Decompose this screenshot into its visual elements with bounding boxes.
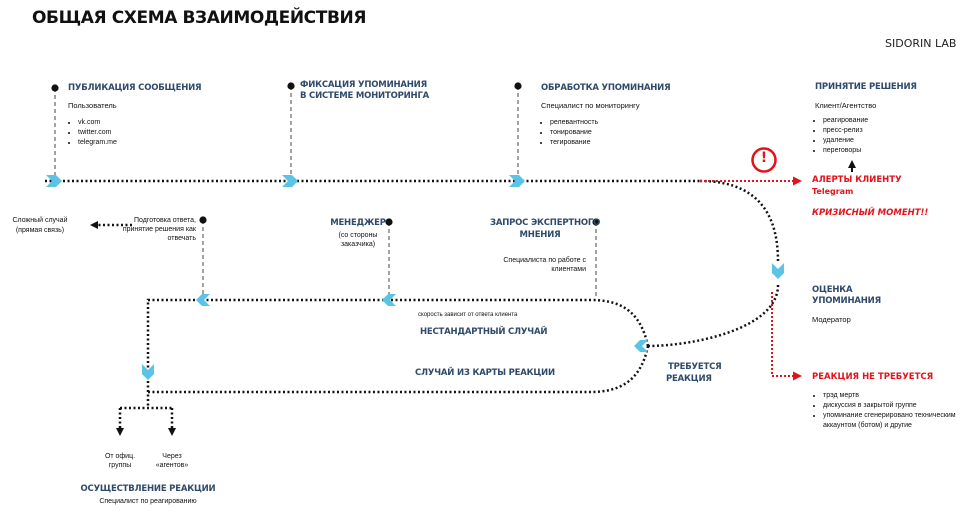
prepare-line3: отвечать bbox=[167, 235, 197, 242]
fixation-heading-line2: В СИСТЕМЕ МОНИТОРИНГА bbox=[300, 91, 430, 101]
no-reaction-heading: РЕАКЦИЯ НЕ ТРЕБУЕТСЯ bbox=[812, 372, 934, 382]
from-map-label: СЛУЧАЙ ИЗ КАРТЫ РЕАКЦИИ bbox=[415, 368, 555, 378]
stem-processing bbox=[514, 82, 522, 178]
stem-publication bbox=[51, 84, 59, 178]
execution-actor: Специалист по реагированию bbox=[99, 498, 197, 505]
reaction-loop-lower bbox=[148, 345, 650, 394]
chevron-processing bbox=[509, 175, 525, 187]
chevron-publication bbox=[46, 175, 62, 187]
list-item: упоминание сгенерировано техническим акк… bbox=[823, 411, 970, 431]
decision-actor: Клиент/Агентство bbox=[815, 101, 877, 110]
list-item: тонирование bbox=[550, 128, 598, 138]
processing-heading: ОБРАБОТКА УПОМИНАНИЯ bbox=[541, 83, 671, 93]
prepare-line1: Подготовка ответа, bbox=[134, 217, 196, 224]
speed-note: скорость зависит от ответа клиента bbox=[418, 312, 518, 318]
no-reaction-list: трэд мертв дискуссия в закрытой группе у… bbox=[811, 391, 970, 431]
publication-list: vk.com twitter.com telegram.me bbox=[66, 118, 117, 148]
list-item: twitter.com bbox=[78, 128, 117, 138]
reaction-loop-upper bbox=[146, 298, 650, 372]
list-item: реагирование bbox=[823, 116, 868, 126]
manager-note-line1: (со стороны bbox=[338, 232, 378, 239]
alerts-channel: Telegram bbox=[812, 187, 854, 196]
complex-case-line1: Сложный случай bbox=[12, 217, 68, 224]
stem-fixation bbox=[287, 82, 295, 178]
publication-heading: ПУБЛИКАЦИЯ СООБЩЕНИЯ bbox=[68, 83, 202, 93]
chevron-prepare bbox=[196, 294, 210, 306]
expert-actor-line1: Специалиста по работе с bbox=[503, 257, 586, 264]
evaluation-actor: Модератор bbox=[812, 315, 851, 324]
list-item: telegram.me bbox=[78, 138, 117, 148]
list-item: трэд мертв bbox=[823, 391, 970, 401]
chevron-fixation bbox=[282, 175, 298, 187]
agents-line2: «агентов» bbox=[155, 462, 189, 469]
brand-label: SIDORIN LAB bbox=[885, 37, 957, 50]
nonstandard-label: НЕСТАНДАРТНЫЙ СЛУЧАЙ bbox=[420, 327, 548, 337]
official-line1: От офиц. bbox=[104, 453, 136, 460]
chevron-manager bbox=[382, 294, 396, 306]
curve-to-evaluation bbox=[699, 179, 780, 263]
list-item: пресс-релиз bbox=[823, 126, 868, 136]
page-title: ОБЩАЯ СХЕМА ВЗАИМОДЕЙСТВИЯ bbox=[32, 8, 367, 28]
list-item: тегирование bbox=[550, 138, 598, 148]
chevron-execution bbox=[142, 364, 154, 380]
processing-list: релевантность тонирование тегирование bbox=[538, 118, 598, 148]
agents-line1: Через bbox=[162, 453, 182, 460]
list-item: переговоры bbox=[823, 146, 868, 156]
stem-expert bbox=[592, 218, 600, 298]
stem-manager bbox=[385, 218, 393, 298]
warning-icon: ! bbox=[760, 150, 768, 166]
manager-note-line2: заказчика) bbox=[340, 241, 376, 248]
expert-heading-line1: ЗАПРОС ЭКСПЕРТНОГО bbox=[490, 218, 601, 228]
list-item: дискуссия в закрытой группе bbox=[823, 401, 970, 411]
warning-circle bbox=[751, 147, 777, 173]
official-line2: группы bbox=[108, 462, 132, 469]
manager-heading: МЕНЕДЖЕР bbox=[330, 218, 386, 228]
chevron-evaluation bbox=[772, 263, 784, 279]
processing-actor: Специалист по мониторингу bbox=[541, 101, 640, 110]
execution-heading: ОСУЩЕСТВЛЕНИЕ РЕАКЦИИ bbox=[80, 484, 216, 494]
stem-prepare bbox=[199, 216, 207, 298]
expert-actor-line2: клиентами bbox=[551, 266, 586, 273]
fixation-heading-line1: ФИКСАЦИЯ УПОМИНАНИЯ bbox=[300, 80, 427, 90]
no-reaction-branch-line bbox=[771, 292, 802, 381]
reaction-needed-line2: РЕАКЦИЯ bbox=[666, 374, 712, 384]
publication-actor: Пользователь bbox=[68, 101, 117, 110]
evaluation-heading-line2: УПОМИНАНИЯ bbox=[812, 296, 881, 306]
expert-heading-line2: МНЕНИЯ bbox=[519, 230, 561, 240]
chevron-reaction-needed bbox=[634, 340, 648, 352]
complex-case-line2: (прямая связь) bbox=[15, 227, 65, 234]
reaction-needed-line1: ТРЕБУЕТСЯ bbox=[668, 362, 722, 372]
alerts-heading: АЛЕРТЫ КЛИЕНТУ bbox=[812, 175, 902, 185]
decision-heading: ПРИНЯТИЕ РЕШЕНИЯ bbox=[815, 82, 917, 92]
curve-to-reaction bbox=[647, 284, 780, 348]
list-item: vk.com bbox=[78, 118, 117, 128]
list-item: релевантность bbox=[550, 118, 598, 128]
decision-list: реагирование пресс-релиз удаление перего… bbox=[811, 116, 868, 156]
prepare-line2: принятие решения как bbox=[122, 226, 196, 233]
crisis-label: КРИЗИСНЫЙ МОМЕНТ!! bbox=[812, 208, 929, 218]
list-item: удаление bbox=[823, 136, 868, 146]
evaluation-heading-line1: ОЦЕНКА bbox=[812, 285, 853, 295]
